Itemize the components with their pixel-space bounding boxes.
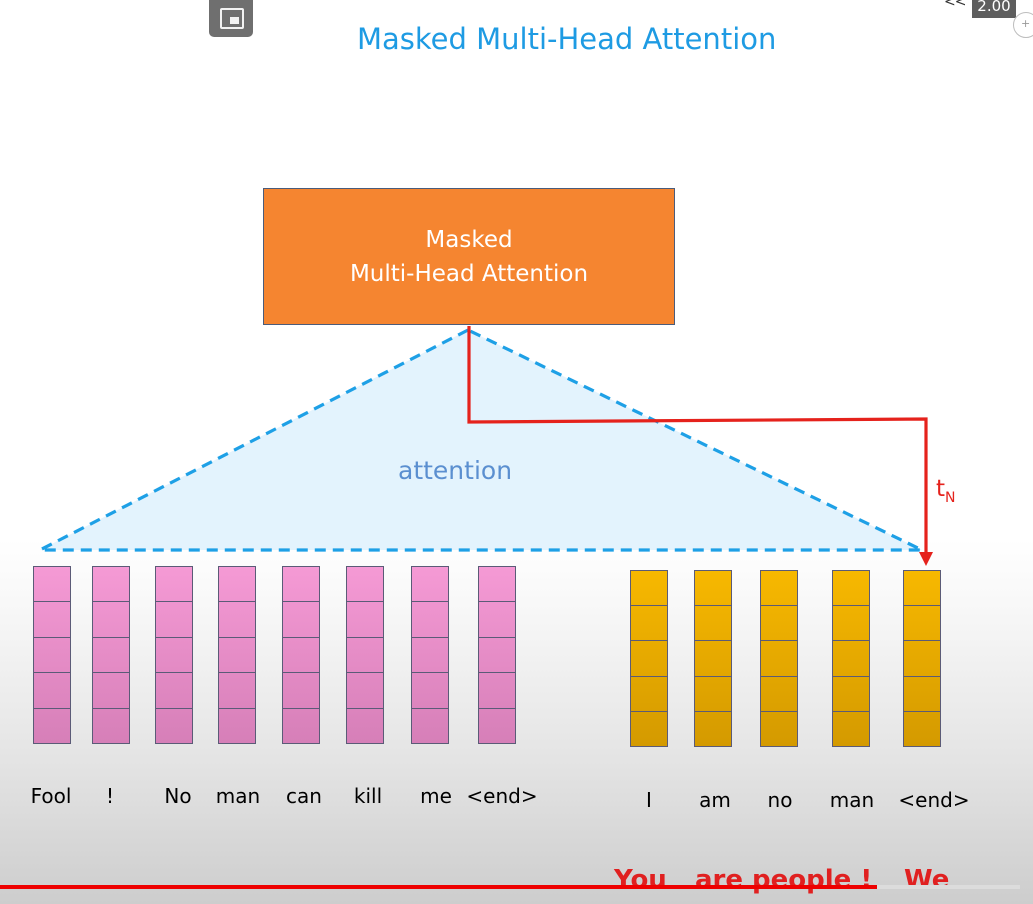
output-token-vector <box>630 570 668 747</box>
output-token-label: man <box>829 788 875 812</box>
input-token-label: ! <box>105 784 115 808</box>
attention-triangle <box>39 328 923 552</box>
t-n-arrow-line <box>467 326 928 555</box>
input-token-label: Fool <box>30 784 72 808</box>
attention-label: attention <box>398 456 513 485</box>
playback-speed-badge[interactable]: 2.00 <box>972 0 1016 18</box>
subtitle-word: You <box>614 865 667 895</box>
picture-in-picture-button[interactable] <box>209 0 253 37</box>
box-title-line1: Masked <box>425 227 513 253</box>
input-token-vector <box>478 566 516 744</box>
output-token-vector <box>694 570 732 747</box>
input-token-label: man <box>215 784 261 808</box>
video-progress-fill <box>0 885 878 889</box>
output-token-label: I <box>646 788 652 812</box>
t-n-arrow-head <box>919 552 933 566</box>
box-title-line2: Multi-Head Attention <box>349 261 589 287</box>
input-token-vector <box>282 566 320 744</box>
input-token-label: No <box>164 784 192 808</box>
input-token-label: kill <box>353 784 383 808</box>
output-token-label: am <box>699 788 731 812</box>
output-token-vector <box>903 570 941 747</box>
input-token-label: me <box>420 784 452 808</box>
speed-decrease-icon[interactable]: << <box>944 0 966 10</box>
output-token-label: <end> <box>898 788 970 812</box>
input-token-vector <box>218 566 256 744</box>
output-token-vector <box>832 570 870 747</box>
speed-increase-button[interactable]: + <box>1013 12 1033 38</box>
input-token-vector <box>411 566 449 744</box>
masked-attention-box: Masked Multi-Head Attention <box>263 188 675 325</box>
output-token-label: no <box>767 788 793 812</box>
input-token-vector <box>33 566 71 744</box>
subtitle-word: are <box>695 865 744 895</box>
input-token-vector <box>346 566 384 744</box>
input-token-label: can <box>286 784 322 808</box>
input-token-vector <box>155 566 193 744</box>
video-progress-bar[interactable] <box>0 885 1020 889</box>
picture-in-picture-icon <box>220 8 244 29</box>
output-token-vector <box>760 570 798 747</box>
input-token-label: <end> <box>466 784 538 808</box>
speed-icon: + <box>1021 17 1031 30</box>
subtitle-word: people ! <box>752 865 873 895</box>
input-token-vector <box>92 566 130 744</box>
slide-title: Masked Multi-Head Attention <box>357 22 777 56</box>
t-n-label: tN <box>936 476 956 506</box>
subtitle-word: We <box>904 865 950 895</box>
